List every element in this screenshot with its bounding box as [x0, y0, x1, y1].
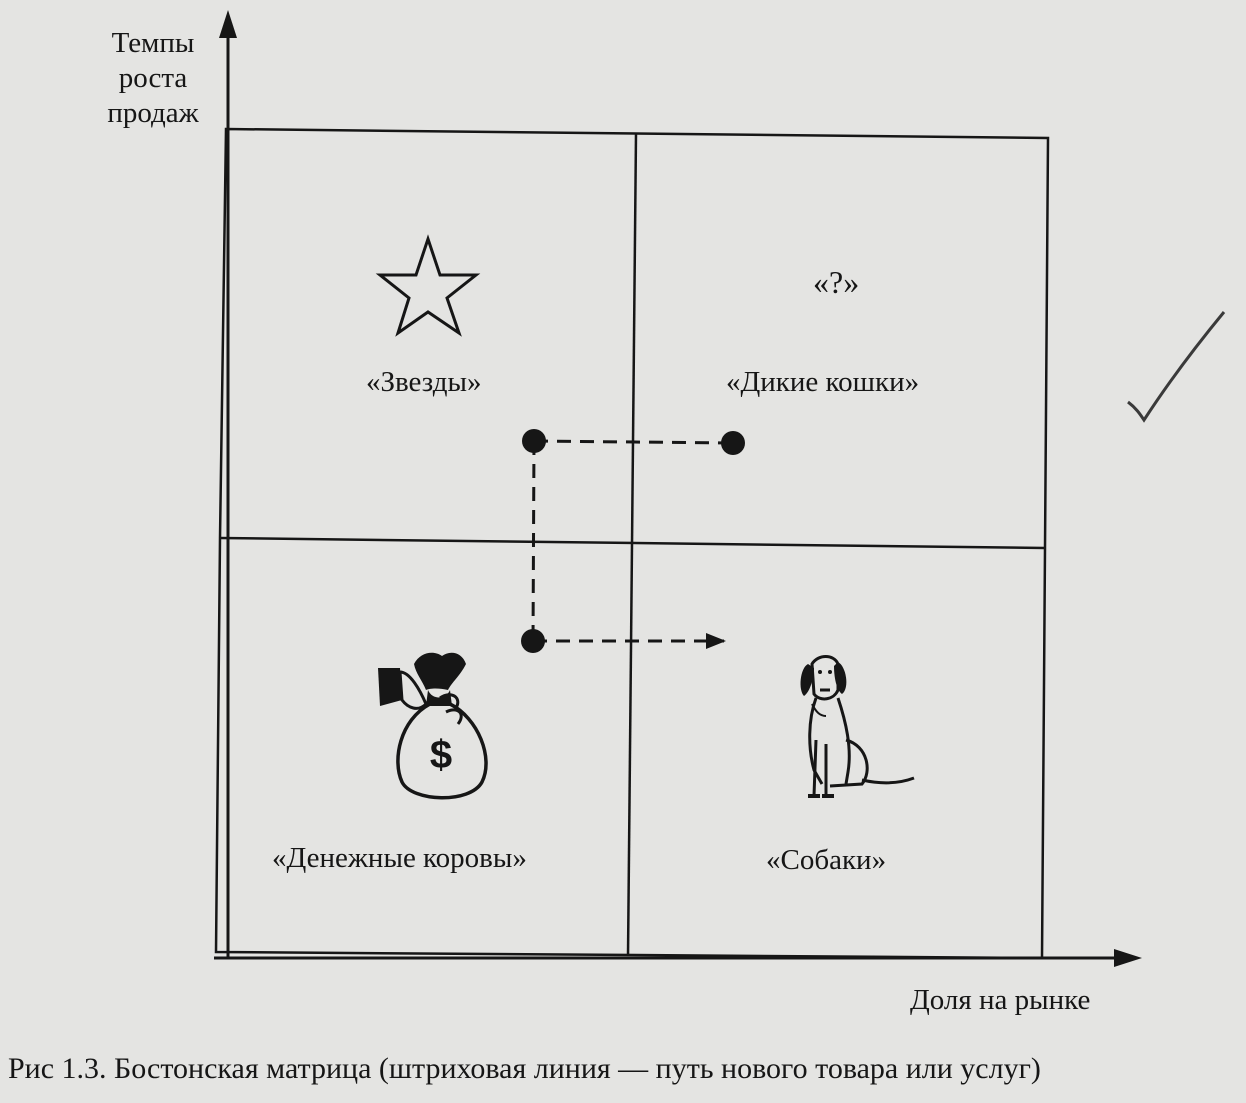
- quadrant-label-dogs: «Собаки»: [766, 844, 887, 876]
- y-axis-arrow: [219, 10, 237, 38]
- quadrant-label-cash-cows: «Денежные коровы»: [272, 842, 527, 874]
- check-mark-icon: [1127, 311, 1226, 423]
- x-axis-arrow: [1114, 949, 1142, 967]
- y-axis-label-line-1: Темпы: [111, 27, 195, 59]
- horizontal-divider: [219, 536, 1046, 550]
- path-marker-corner: [522, 429, 546, 453]
- quadrant-symbol-question: «?»: [813, 264, 860, 300]
- vertical-divider: [626, 132, 638, 957]
- y-axis-label: Темпы роста продаж: [78, 26, 228, 130]
- y-axis-label-line-3: продаж: [107, 96, 199, 129]
- dog-icon: [800, 655, 915, 798]
- svg-text:$: $: [430, 733, 452, 777]
- star-icon: [375, 234, 481, 337]
- path-marker-start: [721, 431, 745, 455]
- dashed-path-horizontal-top: [533, 439, 734, 445]
- path-marker-bottom: [521, 629, 545, 653]
- y-axis-label-line-2: роста: [118, 61, 188, 94]
- figure-caption: Рис 1.3. Бостонская матрица (штриховая л…: [8, 1052, 1041, 1085]
- x-axis-label: Доля на рынке: [910, 984, 1091, 1016]
- quadrant-label-wild-cats: «Дикие кошки»: [726, 366, 920, 398]
- quadrant-label-stars: «Звезды»: [366, 366, 482, 398]
- dashed-path-vertical: [531, 440, 536, 642]
- money-bag-icon: $: [378, 652, 488, 800]
